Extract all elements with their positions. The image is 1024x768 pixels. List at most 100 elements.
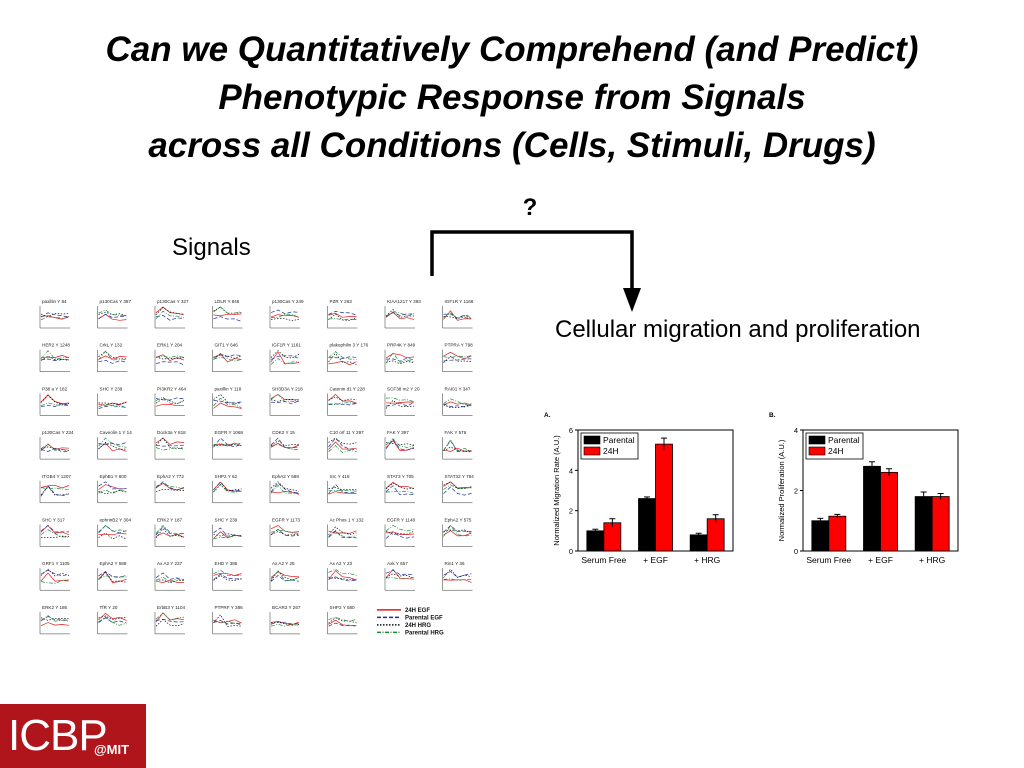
y-axis-label: Normalized Proliferation (A.U.) bbox=[777, 439, 786, 541]
legend-label: 24H EGF bbox=[405, 608, 430, 614]
signal-panel-title: Ax A2 Y 237 bbox=[157, 561, 183, 566]
signal-trace bbox=[40, 355, 70, 359]
signal-trace bbox=[155, 447, 185, 451]
signal-trace bbox=[270, 440, 300, 447]
signal-trace bbox=[443, 355, 472, 363]
signal-panel: RAI01 Y 347 bbox=[442, 386, 473, 416]
signal-panel-title: Ax A2 Y 25 bbox=[272, 561, 295, 566]
signal-trace bbox=[328, 617, 357, 622]
signal-trace bbox=[443, 401, 472, 406]
signal-trace bbox=[443, 439, 472, 452]
signal-trace bbox=[385, 481, 415, 490]
chart-panel-label: A. bbox=[544, 412, 551, 419]
signal-trace bbox=[443, 525, 472, 537]
signal-trace bbox=[40, 580, 70, 584]
signal-trace bbox=[385, 568, 415, 580]
signal-trace bbox=[98, 350, 127, 361]
signal-panel-title: Axk Y 657 bbox=[387, 561, 408, 566]
signal-trace bbox=[270, 314, 300, 318]
signal-trace bbox=[385, 438, 415, 451]
signal-trace bbox=[270, 355, 300, 360]
signal-panel: paxillin Y 118 bbox=[212, 386, 243, 416]
signal-trace bbox=[98, 571, 127, 584]
bar bbox=[655, 443, 673, 552]
signal-trace bbox=[155, 361, 185, 366]
signal-trace bbox=[98, 313, 127, 320]
signal-panel-title: Caveolin 1 Y 14 bbox=[100, 430, 133, 435]
signal-trace bbox=[385, 569, 415, 576]
y-tick-label: 2 bbox=[569, 507, 573, 516]
signal-trace bbox=[40, 358, 70, 361]
signal-panel-title: EphA2 Y 575 bbox=[445, 518, 472, 523]
signal-panel: STAT3 Y 705 bbox=[384, 474, 415, 504]
signal-panel: KIAA1217 Y 393 bbox=[384, 299, 421, 329]
signal-panel: Dock3a Y 818 bbox=[154, 430, 186, 460]
signal-trace bbox=[98, 616, 127, 626]
signal-trace bbox=[385, 490, 415, 494]
signal-trace bbox=[155, 354, 185, 362]
signal-trace bbox=[270, 528, 300, 537]
signal-trace bbox=[385, 352, 415, 364]
signal-panel-title: EphA2 Y 588 bbox=[272, 474, 299, 479]
connector-bracket bbox=[430, 230, 634, 290]
signal-trace bbox=[328, 311, 357, 316]
signal-trace bbox=[40, 443, 70, 452]
signal-trace bbox=[213, 483, 242, 493]
signal-trace bbox=[40, 312, 70, 318]
legend-swatch bbox=[583, 446, 601, 456]
signal-trace bbox=[98, 617, 127, 624]
signal-panel: CrkL Y 132 bbox=[97, 343, 128, 372]
signal-trace bbox=[270, 313, 300, 318]
signal-trace bbox=[40, 395, 70, 405]
signal-trace bbox=[40, 312, 70, 318]
signal-panel: GIT1 Y 646 bbox=[212, 343, 243, 372]
signal-panel: paxillin Y 84 bbox=[39, 299, 70, 329]
signal-panel-title: SHC Y 239 bbox=[100, 386, 123, 391]
signal-trace bbox=[385, 530, 415, 535]
signal-panel-title: RAI01 Y 347 bbox=[445, 386, 471, 391]
signal-trace bbox=[40, 622, 70, 627]
signal-panel: plakophilin 3 Y 176 bbox=[327, 343, 369, 372]
title-line-2: Phenotypic Response from Signals bbox=[218, 78, 806, 117]
signal-trace bbox=[270, 575, 300, 582]
signal-panel-title: paxillin Y 84 bbox=[42, 299, 67, 304]
signal-trace bbox=[40, 315, 70, 320]
signal-panel-title: Rin1 Y 36 bbox=[445, 561, 465, 566]
bar bbox=[863, 465, 881, 552]
signal-panel-title: ITGB4 Y 1207 bbox=[42, 474, 71, 479]
legend-swatch bbox=[808, 446, 826, 456]
logo-text: ICBP bbox=[8, 711, 108, 760]
logo-subtext: @MIT bbox=[94, 742, 130, 757]
signal-panel-title: Dock3a Y 818 bbox=[157, 430, 186, 435]
signal-trace bbox=[385, 360, 415, 365]
signal-panel: ERK2 Y 186 bbox=[39, 605, 70, 635]
signal-trace bbox=[98, 490, 127, 495]
signal-trace bbox=[270, 525, 300, 533]
signal-trace bbox=[328, 313, 357, 321]
y-tick-label: 4 bbox=[569, 466, 573, 475]
signal-panel: CDK2 Y 15 bbox=[269, 430, 300, 460]
signal-trace bbox=[155, 398, 185, 405]
signal-panel-title: EphA2 Y 588 bbox=[100, 561, 127, 566]
legend-label: Parental bbox=[828, 435, 860, 445]
signal-panel-title: ephrinB2 Y 304 bbox=[100, 518, 132, 523]
signal-panel-title: paxillin Y 118 bbox=[215, 386, 242, 391]
signal-trace bbox=[385, 311, 415, 320]
signal-trace bbox=[40, 447, 70, 453]
signal-trace bbox=[270, 351, 300, 365]
signal-panel: HER2 Y 1248 bbox=[39, 343, 70, 372]
signal-trace bbox=[213, 569, 242, 576]
bar bbox=[828, 515, 847, 552]
signal-panel-title: PRP4K Y 849 bbox=[387, 343, 416, 348]
signal-trace bbox=[270, 318, 300, 322]
signal-panel: C10 orf 11 Y 297 bbox=[327, 430, 364, 460]
signal-trace bbox=[98, 437, 127, 448]
signal-panel-title: SHP2 Y 580 bbox=[330, 605, 356, 610]
signal-panel-title: p130Cas Y 387 bbox=[100, 299, 132, 304]
signal-panel: EphA2 Y 772 bbox=[154, 474, 185, 504]
signal-trace bbox=[213, 573, 242, 580]
signal-trace bbox=[98, 574, 127, 580]
signal-panel-title: FAK Y 397 bbox=[387, 430, 409, 435]
signal-panel-title: SHC Y 239 bbox=[215, 518, 238, 523]
